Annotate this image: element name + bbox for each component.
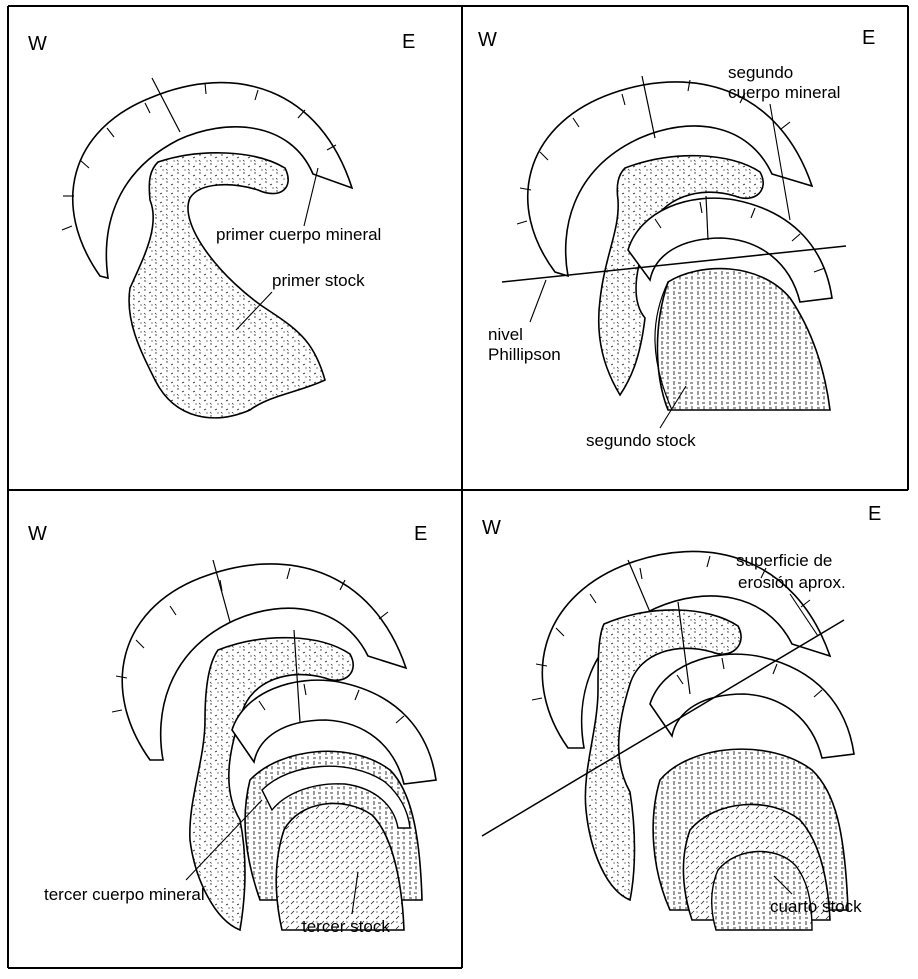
panel-2: W E segundo cuerpo mineral nivel P	[478, 27, 875, 450]
west-label: W	[478, 29, 497, 51]
west-label: W	[28, 33, 47, 55]
ore-body-label: primer cuerpo mineral	[216, 225, 381, 244]
panel-1: W E primer cuerpo mineral primer stock	[28, 31, 415, 418]
surface-label-line1: superficie de	[736, 551, 832, 570]
stock-label: tercer stock	[302, 917, 390, 936]
stock-label: primer stock	[272, 271, 365, 290]
east-label: E	[868, 503, 881, 525]
west-label: W	[482, 517, 501, 539]
panel-3: W E tercer cuerpo mineral tercer stock	[28, 523, 436, 936]
level-label-line2: Phillipson	[488, 345, 561, 364]
east-label: E	[402, 31, 415, 53]
west-label: W	[28, 523, 47, 545]
ore-body-label-line1: segundo	[728, 63, 793, 82]
ore-body-leader	[304, 168, 318, 226]
level-label-line1: nivel	[488, 325, 523, 344]
surface-label-line2: erosión aprox.	[738, 573, 846, 592]
level-leader	[530, 280, 546, 322]
stock-label: cuarto stock	[770, 897, 862, 916]
second-ore-body	[650, 654, 854, 758]
ore-body-label: tercer cuerpo mineral	[44, 885, 205, 904]
panel-4: W E superficie de erosión aprox.	[482, 503, 881, 930]
east-label: E	[862, 27, 875, 49]
ore-body-label-line2: cuerpo mineral	[728, 83, 840, 102]
stock-label: segundo stock	[586, 431, 696, 450]
east-label: E	[414, 523, 427, 545]
